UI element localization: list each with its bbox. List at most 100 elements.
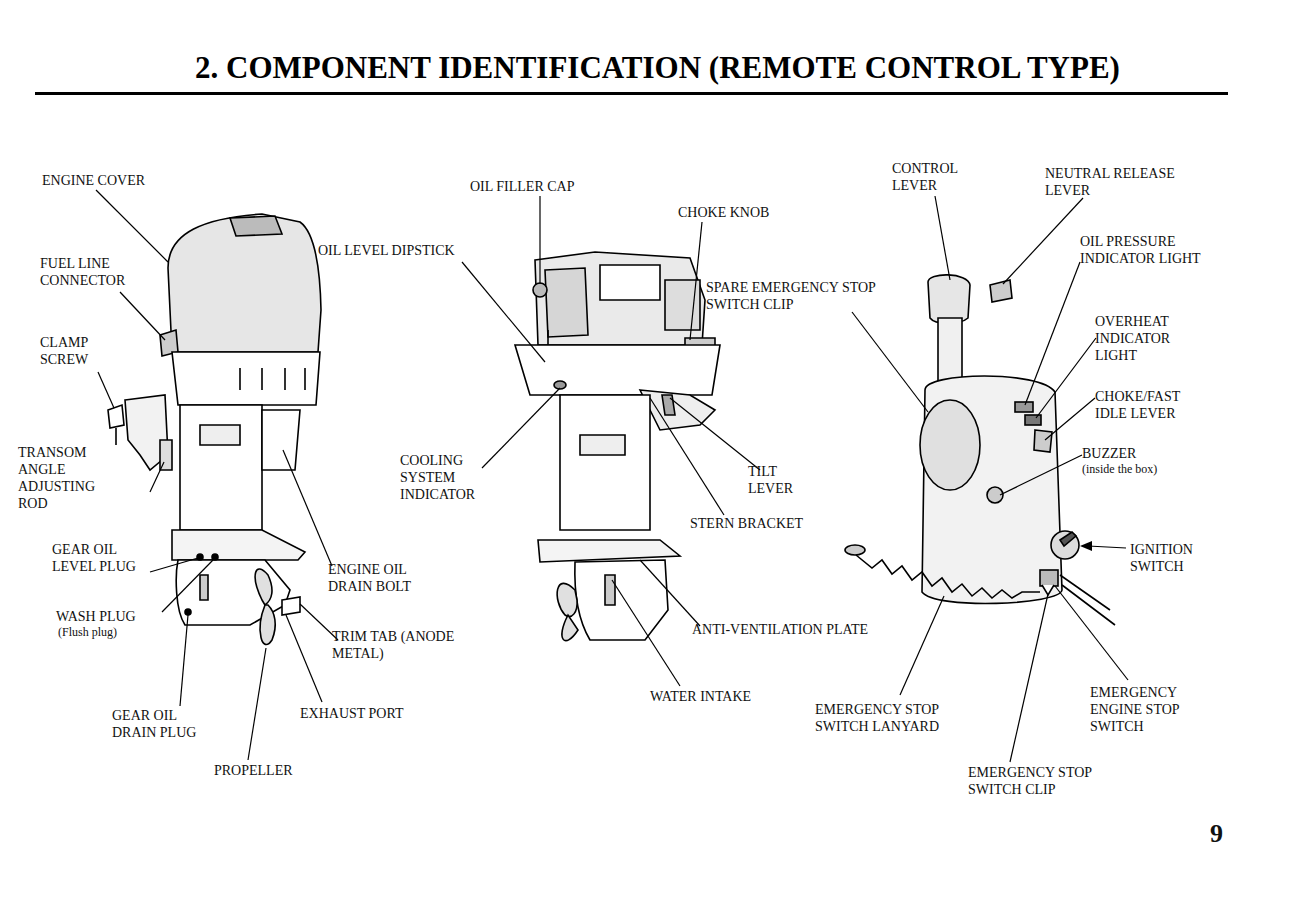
leader-lines xyxy=(96,190,1128,762)
leader-line xyxy=(1036,338,1096,418)
arrow-head xyxy=(1080,541,1092,551)
outboard-motor-left xyxy=(108,214,321,645)
leader-line xyxy=(286,615,322,702)
leader-line xyxy=(180,615,188,706)
oil-pressure-light xyxy=(1015,402,1033,412)
cover-vents xyxy=(240,368,305,390)
page-title: 2. COMPONENT IDENTIFICATION (REMOTE CONT… xyxy=(195,50,1120,86)
leader-line xyxy=(98,372,114,408)
propeller-blade xyxy=(255,569,272,605)
shaft-housing xyxy=(180,405,262,530)
part-label: CONTROL LEVER xyxy=(892,160,992,194)
anti-ventilation-plate xyxy=(172,530,305,560)
lever-hub xyxy=(920,400,980,490)
leader-line xyxy=(1010,594,1048,762)
level-plug xyxy=(197,554,203,560)
anti-ventilation-plate xyxy=(538,540,680,562)
leader-line xyxy=(1025,262,1080,405)
part-label: OIL LEVEL DIPSTICK xyxy=(318,242,538,259)
leader-line xyxy=(612,580,680,686)
part-label: TRANSOM ANGLE ADJUSTING ROD xyxy=(18,444,120,512)
choke-fast-idle-lever xyxy=(1034,430,1052,452)
ignition-key xyxy=(1060,532,1076,546)
leader-line xyxy=(96,190,168,262)
leader-line xyxy=(162,560,213,612)
part-label: WATER INTAKE xyxy=(650,688,800,705)
part-label: EMERGENCY ENGINE STOP SWITCH xyxy=(1090,684,1208,735)
leader-line xyxy=(283,450,332,566)
lanyard-clip xyxy=(845,545,865,555)
part-label: STERN BRACKET xyxy=(690,515,860,532)
part-label: IGNITION SWITCH xyxy=(1130,541,1224,575)
part-label: CHOKE/FAST IDLE LEVER xyxy=(1095,388,1207,422)
drain-plug xyxy=(185,609,191,615)
emergency-stop-clip xyxy=(1042,585,1054,595)
part-label: ENGINE COVER xyxy=(42,172,212,189)
engine-part xyxy=(600,265,660,300)
leader-line xyxy=(935,196,950,280)
lanyard-coil xyxy=(856,555,1040,598)
cooling-indicator xyxy=(554,381,566,389)
propeller-blade xyxy=(562,615,578,641)
note-text: (Flush plug) xyxy=(58,625,168,639)
part-label: EMERGENCY STOP SWITCH LANYARD xyxy=(815,701,973,735)
part-label: CHOKE KNOB xyxy=(678,204,818,221)
control-lever-grip xyxy=(928,275,970,323)
part-label: FUEL LINE CONNECTOR xyxy=(40,255,144,289)
ignition-switch xyxy=(1051,531,1079,559)
leader-line xyxy=(482,388,560,468)
leader-line xyxy=(1000,455,1082,495)
cylinder-head xyxy=(545,268,588,337)
part-label: NEUTRAL RELEASE LEVER xyxy=(1045,165,1181,199)
leader-line xyxy=(1045,398,1095,440)
tilt-lever xyxy=(662,395,675,415)
part-label: OVERHEAT INDICATOR LIGHT xyxy=(1095,313,1199,364)
remote-control-box xyxy=(845,275,1115,625)
propeller-blade xyxy=(260,605,275,645)
leader-line xyxy=(900,596,944,695)
clamp-screw-shaft xyxy=(115,428,117,445)
part-label: PROPELLER xyxy=(214,762,334,779)
leader-line xyxy=(670,398,760,470)
neutral-release-lever xyxy=(990,280,1012,302)
leader-line xyxy=(650,398,724,515)
part-label: EXHAUST PORT xyxy=(300,705,450,722)
housing-plate xyxy=(200,425,240,445)
leader-line xyxy=(852,312,928,412)
part-label: OIL PRESSURE INDICATOR LIGHT xyxy=(1080,233,1210,267)
leader-line xyxy=(1055,586,1128,680)
engine-cover xyxy=(168,214,321,352)
wash-plug xyxy=(212,554,218,560)
page-number: 9 xyxy=(1210,818,1250,849)
leader-line xyxy=(462,262,545,362)
leader-line xyxy=(150,462,164,492)
leader-line xyxy=(1003,198,1083,284)
leader-line xyxy=(539,196,540,284)
water-intake-grille xyxy=(605,575,615,605)
leader-line xyxy=(1088,546,1126,548)
leader-line xyxy=(690,222,702,340)
gear-case xyxy=(575,560,668,640)
lower-cover xyxy=(172,352,320,405)
leader-line xyxy=(150,558,198,572)
note-text: (inside the box) xyxy=(1082,462,1202,476)
title-rule xyxy=(35,92,1228,95)
stern-part xyxy=(262,410,300,470)
part-label: GEAR OIL DRAIN PLUG xyxy=(112,707,220,741)
overheat-light xyxy=(1025,415,1041,425)
engine-block xyxy=(535,252,705,345)
housing-plate xyxy=(580,435,625,455)
part-label: COOLING SYSTEM INDICATOR xyxy=(400,452,506,503)
leader-line xyxy=(640,560,700,626)
cover-badge xyxy=(230,216,282,236)
part-label: WASH PLUG xyxy=(56,608,176,625)
shaft-housing xyxy=(560,395,650,530)
part-label: ENGINE OIL DRAIN BOLT xyxy=(328,561,442,595)
lower-cover xyxy=(515,345,720,395)
water-intake-grille xyxy=(200,575,208,600)
leader-line xyxy=(248,648,266,760)
clamp-screw xyxy=(108,405,124,428)
stern-bracket xyxy=(640,390,715,430)
propeller-blade xyxy=(557,583,577,616)
